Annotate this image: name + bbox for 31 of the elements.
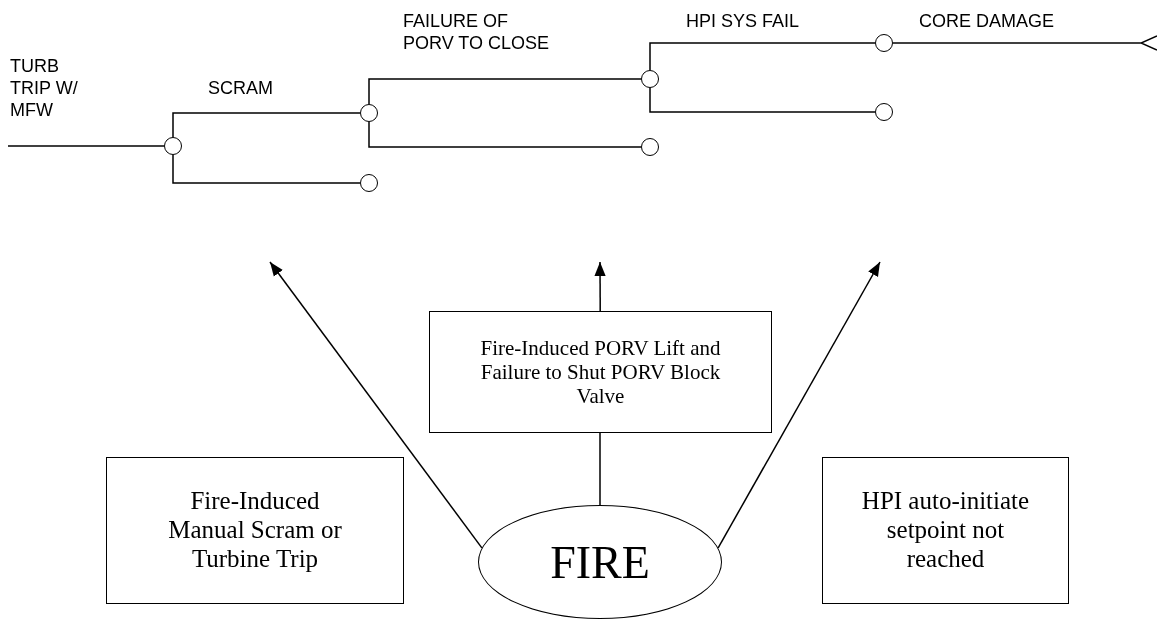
event-heading: TURB TRIP W/ MFW xyxy=(10,55,79,121)
event-heading: CORE DAMAGE xyxy=(919,10,1056,32)
branch-line xyxy=(368,78,642,105)
arrow xyxy=(269,261,483,549)
event-node-circle xyxy=(641,70,659,88)
process-box xyxy=(106,457,404,604)
branch-line xyxy=(368,121,642,148)
event-node-circle xyxy=(360,104,378,122)
arrow xyxy=(594,261,606,312)
event-node-circle xyxy=(875,34,893,52)
event-node-circle xyxy=(360,174,378,192)
event-heading: SCRAM xyxy=(208,77,274,99)
box-text: HPI auto-initiate setpoint not reached xyxy=(860,487,1031,574)
event-heading: HPI SYS FAIL xyxy=(686,10,801,32)
event-node-circle xyxy=(164,137,182,155)
branch-line xyxy=(172,112,361,138)
process-box xyxy=(822,457,1069,604)
branch-line xyxy=(172,154,361,184)
initiator-label: FIRE xyxy=(550,535,650,589)
branch-line xyxy=(649,42,876,71)
end-state-line xyxy=(892,35,1158,51)
box-text: Fire-Induced Manual Scram or Turbine Trip xyxy=(167,487,343,574)
box-text: Fire-Induced PORV Lift and Failure to Shut PORV Block Valve xyxy=(479,335,722,409)
event-node-circle xyxy=(875,103,893,121)
branch-line xyxy=(7,145,165,147)
arrow xyxy=(717,261,881,549)
branch-line xyxy=(599,432,601,506)
event-heading: FAILURE OF PORV TO CLOSE xyxy=(403,10,551,54)
branch-line xyxy=(649,87,876,113)
process-box xyxy=(429,311,772,433)
event-node-circle xyxy=(641,138,659,156)
